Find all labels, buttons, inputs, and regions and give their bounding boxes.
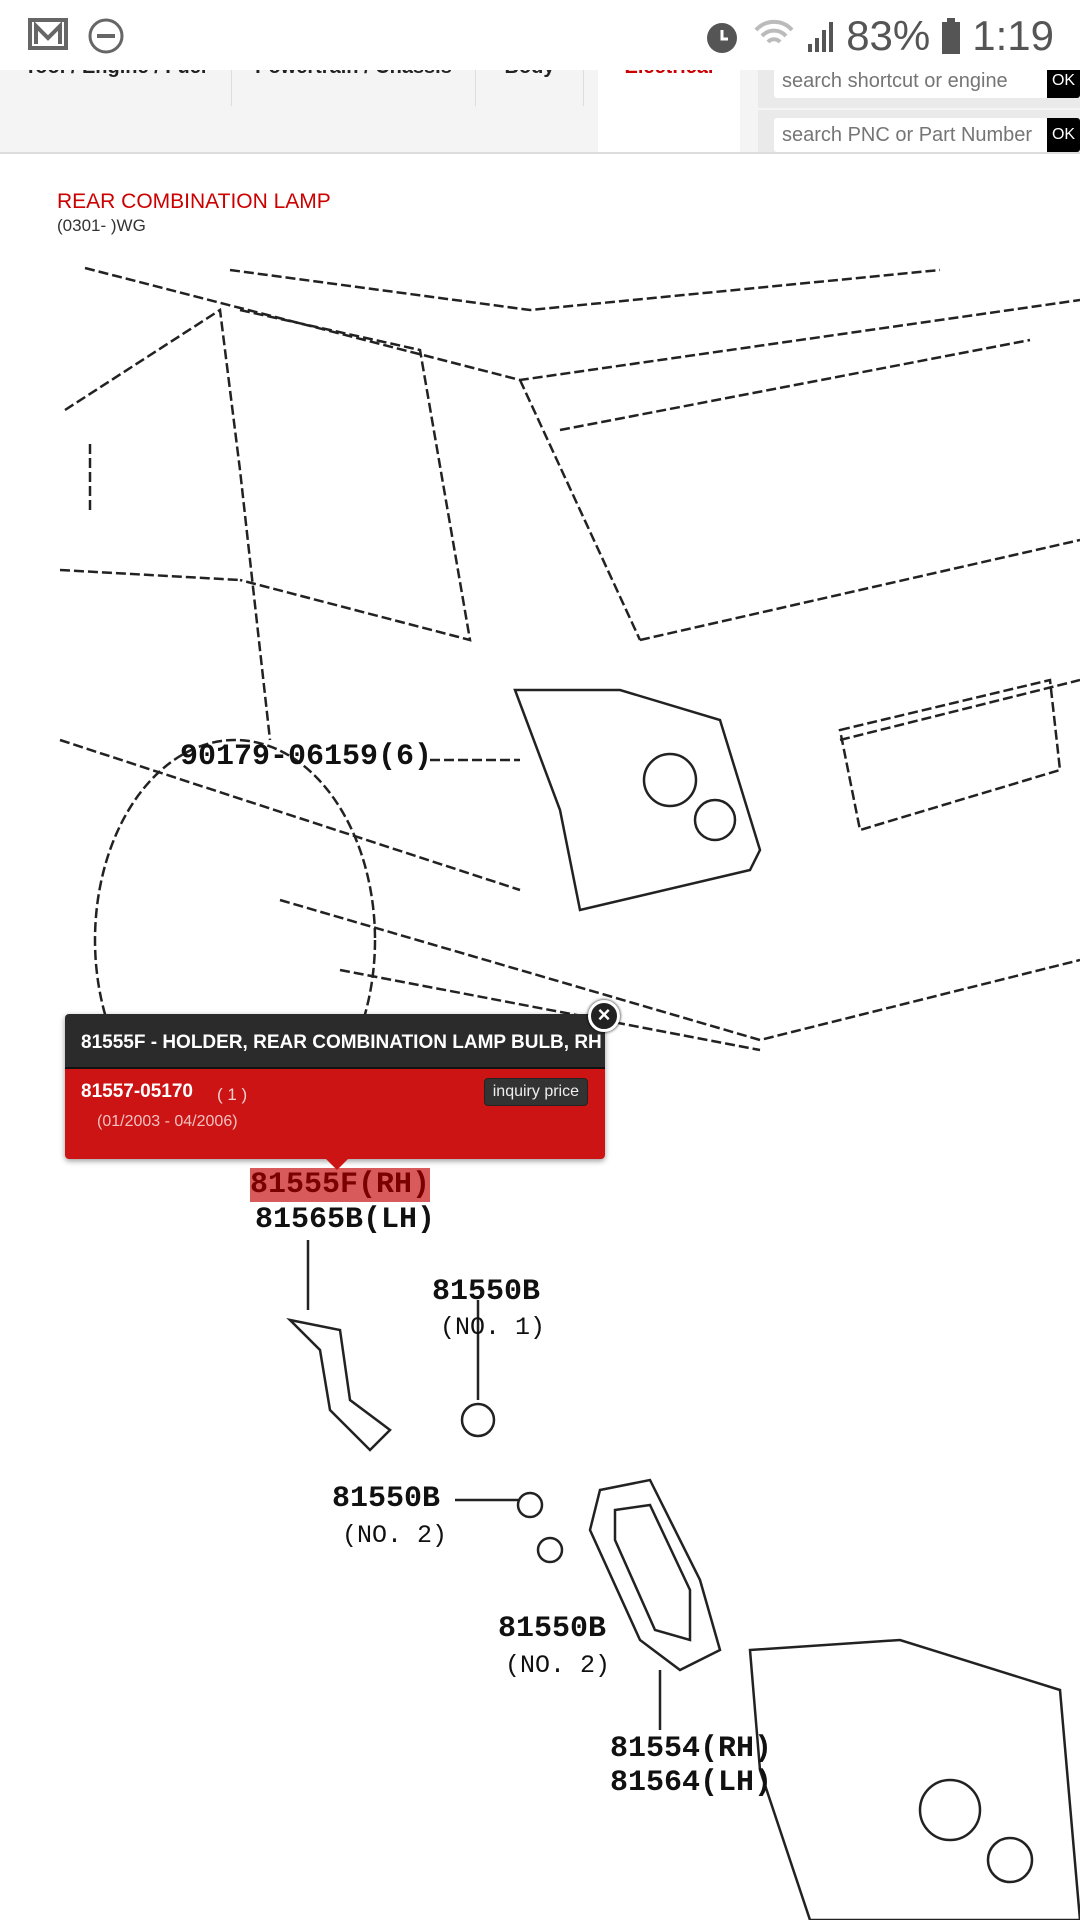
bulb-no1 <box>460 1402 496 1438</box>
page-title: REAR COMBINATION LAMP <box>57 190 331 213</box>
part-label-81565b[interactable]: 81565B(LH) <box>255 1203 436 1237</box>
part-quantity: ( 1 ) <box>217 1085 248 1104</box>
part-label-81550b-no2a[interactable]: 81550B <box>332 1482 441 1516</box>
bulb-no2 <box>516 1491 544 1519</box>
pnc-search: OK <box>758 110 1080 152</box>
part-date-range: (01/2003 - 04/2006) <box>97 1113 238 1130</box>
bulb-holder <box>286 1317 392 1452</box>
category-nav: Tool / Engine / Fuel Powertrain / Chassi… <box>0 70 1080 154</box>
tail-lamp-upper <box>513 688 762 912</box>
shortcut-search: OK <box>758 70 1080 108</box>
part-label-81554[interactable]: 81554(RH) <box>610 1732 773 1766</box>
gasket <box>588 1478 722 1672</box>
pnc-search-input[interactable] <box>774 118 1047 152</box>
part-sublabel-no2b: (NO. 2) <box>505 1651 611 1680</box>
shortcut-ok-button[interactable]: OK <box>1047 70 1080 98</box>
part-sublabel-no2a: (NO. 2) <box>342 1521 448 1550</box>
tab-tool-engine-fuel[interactable]: Tool / Engine / Fuel <box>0 70 232 106</box>
pnc-ok-button[interactable]: OK <box>1047 118 1080 152</box>
gmail-icon <box>28 18 68 50</box>
shortcut-search-input[interactable] <box>774 70 1047 98</box>
license-plate <box>838 678 1062 832</box>
battery-icon <box>942 18 961 54</box>
car-body-outline <box>59 538 1080 1052</box>
tab-powertrain-chassis[interactable]: Powertrain / Chassis <box>232 70 476 106</box>
car-window-outline <box>64 307 472 741</box>
alarm-icon <box>707 23 738 53</box>
battery-percent: 83% <box>846 12 931 59</box>
inquiry-price-button[interactable]: inquiry price <box>483 1078 588 1106</box>
part-number[interactable]: 81557-05170 <box>81 1081 193 1102</box>
car-roof-outline <box>84 266 1080 641</box>
close-icon[interactable]: × <box>588 1000 620 1032</box>
clock: 1:19 <box>972 12 1054 59</box>
popup-pointer <box>325 1158 349 1170</box>
part-popup: 81555F - HOLDER, REAR COMBINATION LAMP B… <box>65 1014 605 1159</box>
tab-body[interactable]: Body <box>476 70 584 106</box>
part-label-81555f-selected[interactable]: 81555F(RH) <box>250 1168 431 1202</box>
part-sublabel-no1: (NO. 1) <box>440 1313 546 1342</box>
part-label-81564[interactable]: 81564(LH) <box>610 1766 773 1800</box>
part-label-81550b-no2b[interactable]: 81550B <box>498 1612 607 1646</box>
wifi-icon <box>754 19 794 44</box>
part-label-81550b-no1[interactable]: 81550B <box>432 1275 541 1309</box>
signal-icon <box>808 22 834 52</box>
popup-header: 81555F - HOLDER, REAR COMBINATION LAMP B… <box>65 1014 605 1069</box>
part-label-90179[interactable]: 90179-06159(6) <box>180 740 433 774</box>
tail-lamp-assembly <box>748 1638 1080 1920</box>
parts-diagram <box>59 266 1080 1920</box>
dnd-icon <box>88 18 124 54</box>
page-subtitle: (0301- )WG <box>57 216 146 235</box>
popup-part-row: 81557-05170 ( 1 ) (01/2003 - 04/2006) in… <box>65 1069 605 1159</box>
lamp-lens <box>642 752 698 808</box>
status-bar: 83% 1:19 <box>0 0 1080 70</box>
tab-electrical[interactable]: Electrical <box>598 70 740 152</box>
